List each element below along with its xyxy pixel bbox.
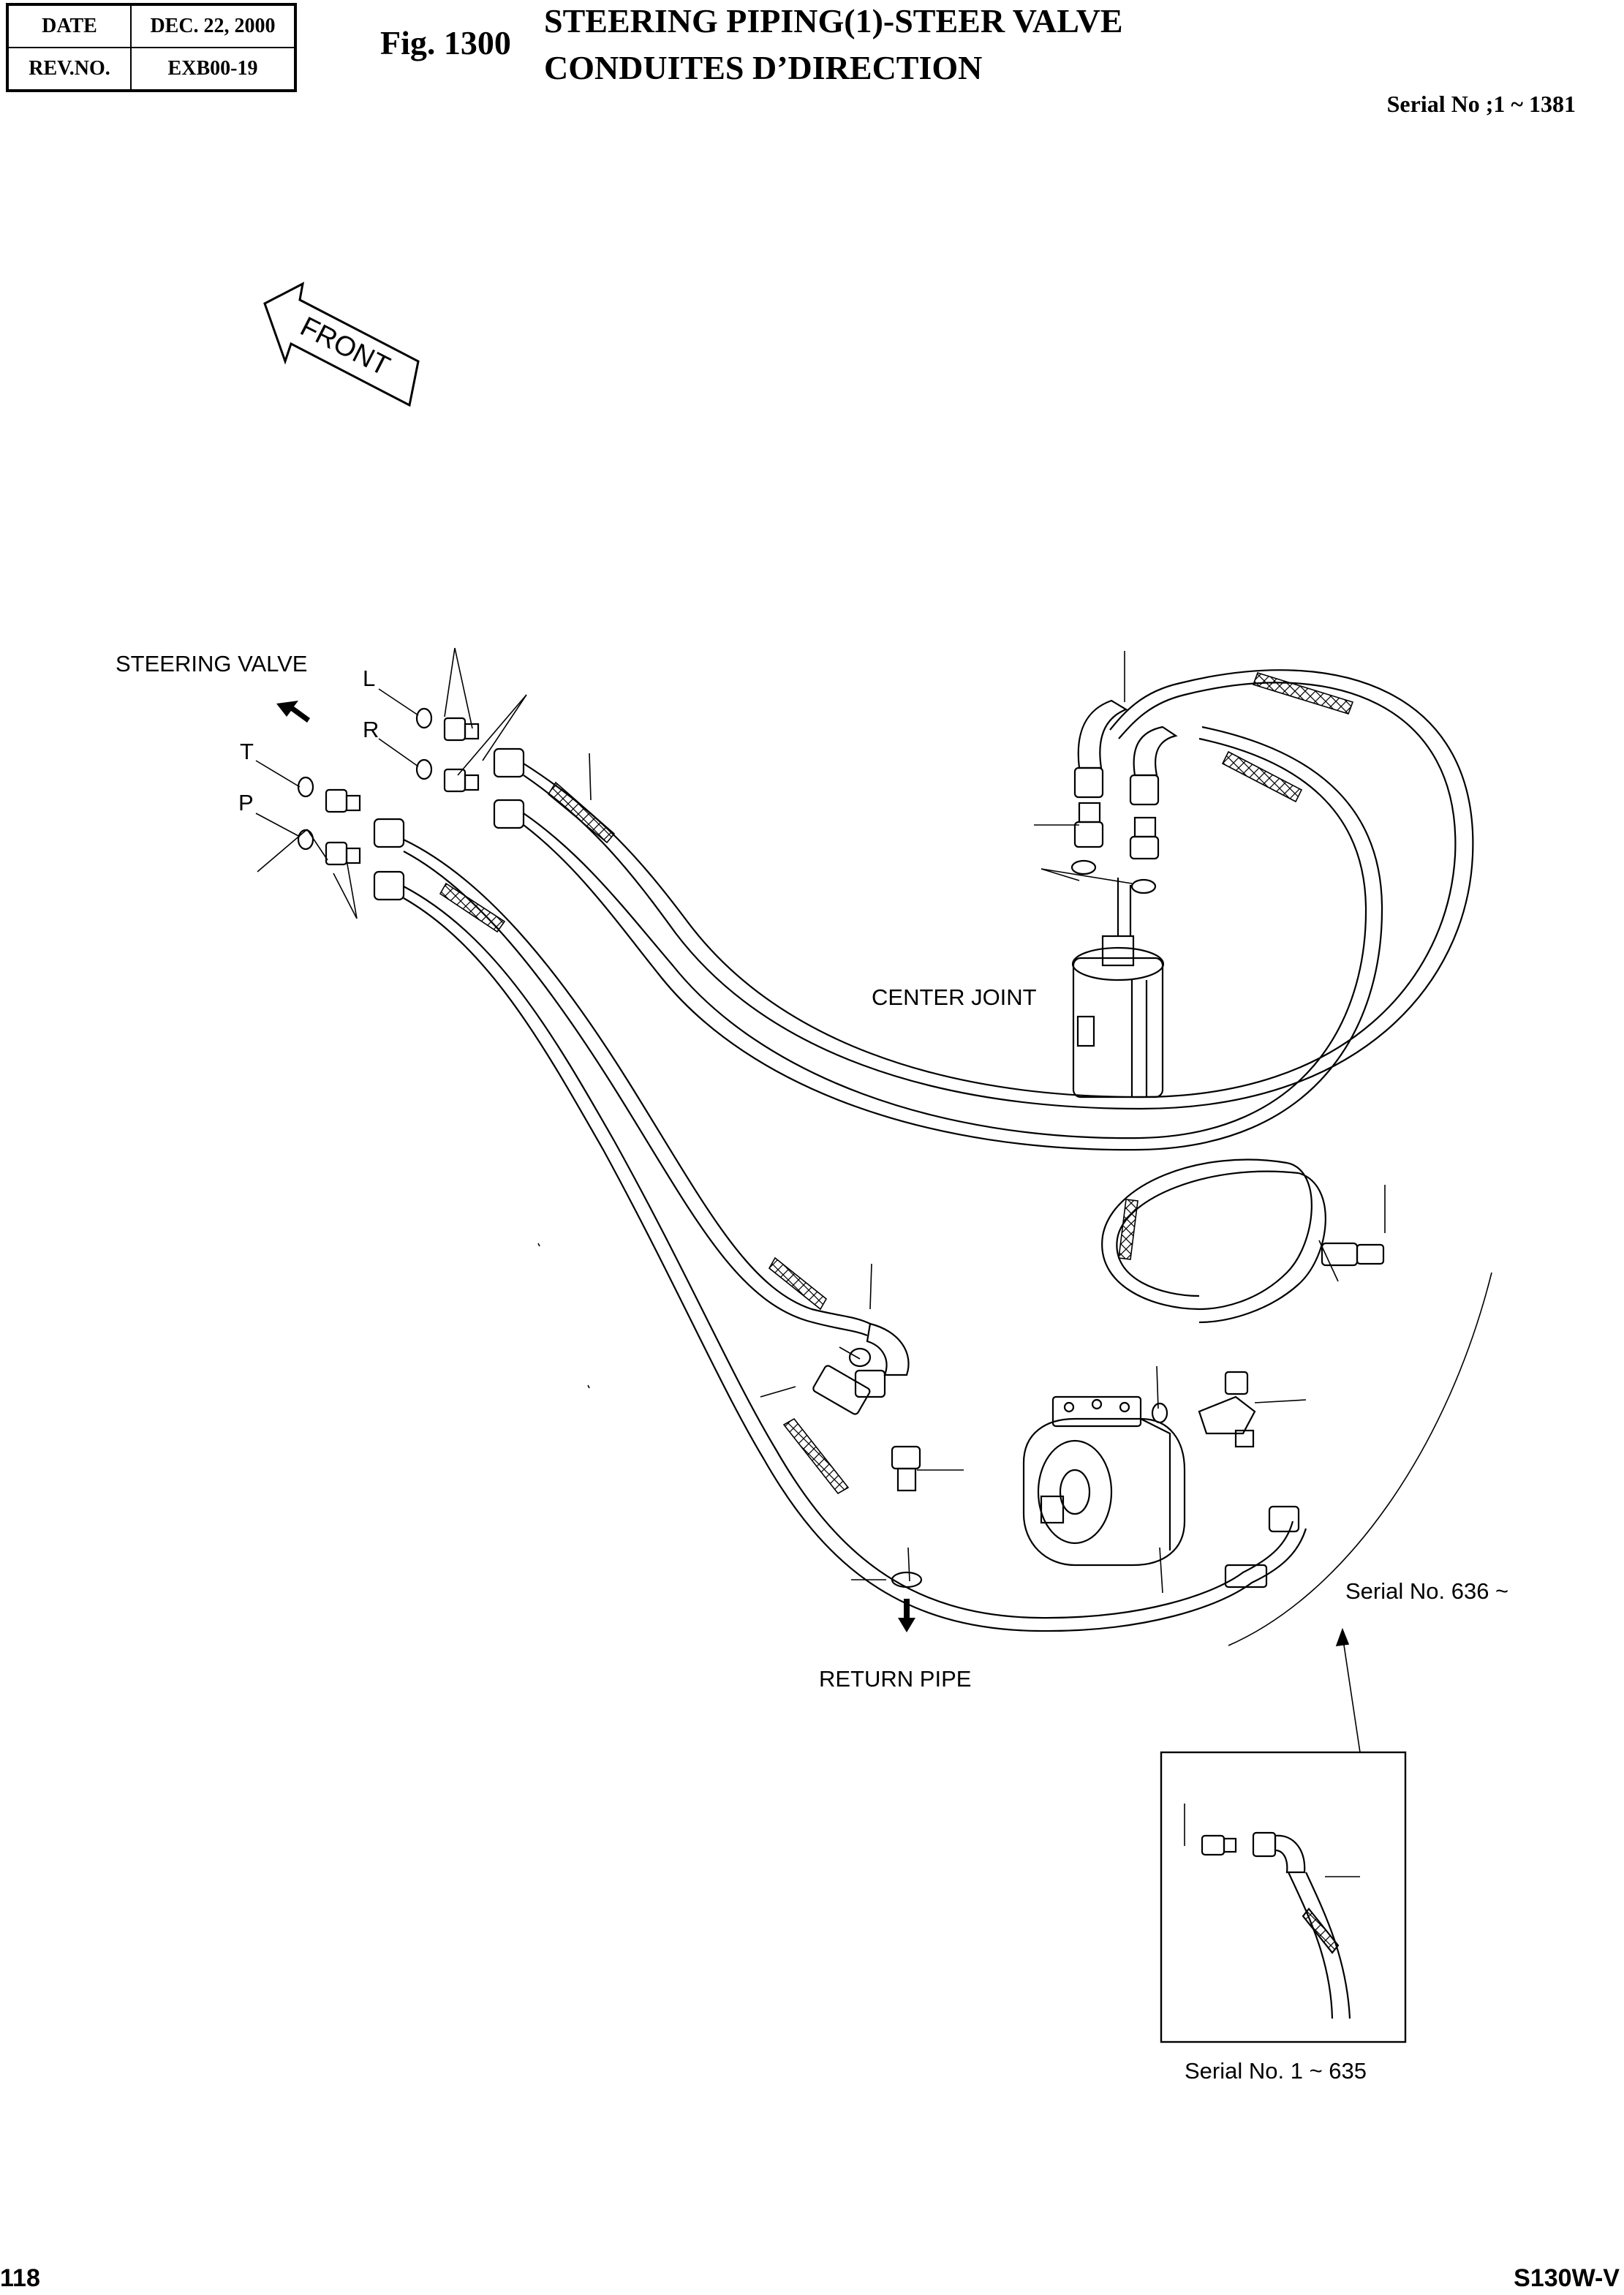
label-steering-valve: STEERING VALVE bbox=[116, 651, 307, 677]
label-port-r: R bbox=[363, 717, 379, 742]
steering-pump bbox=[1022, 1395, 1186, 1567]
label-port-p: P bbox=[238, 790, 254, 815]
label-serial-1-635: Serial No. 1 ~ 635 bbox=[1185, 2058, 1367, 2084]
serial-range: Serial No ;1 ~ 1381 bbox=[1386, 91, 1576, 117]
leader-lines bbox=[255, 647, 1386, 1877]
label-port-t: T bbox=[240, 739, 254, 764]
return-pipe-arrow bbox=[898, 1599, 915, 1632]
valve-fittings bbox=[297, 707, 525, 901]
inset-detail-box bbox=[1160, 1751, 1407, 2043]
pump-fittings bbox=[812, 1242, 1385, 1589]
serial-636-curve bbox=[1228, 1272, 1492, 1753]
label-center-joint: CENTER JOINT bbox=[872, 984, 1037, 1010]
front-arrow: FRONT bbox=[263, 282, 420, 407]
page-number: 118 bbox=[0, 2264, 40, 2292]
title-french: CONDUITES D’DIRECTION bbox=[544, 49, 983, 86]
center-joint bbox=[1071, 878, 1165, 1098]
figure-number: Fig. 1300 bbox=[380, 24, 511, 61]
rev-label: REV.NO. bbox=[7, 47, 132, 91]
rev-value: EXB00-19 bbox=[130, 47, 296, 91]
model-code: S130W-V bbox=[1514, 2264, 1620, 2292]
hoses bbox=[403, 669, 1474, 1632]
label-serial-636: Serial No. 636 ~ bbox=[1345, 1578, 1508, 1604]
revision-table: DATE DEC. 22, 2000 REV.NO. EXB00-19 bbox=[6, 3, 297, 92]
date-label: DATE bbox=[7, 4, 132, 48]
title-english: STEERING PIPING(1)-STEER VALVE bbox=[544, 2, 1123, 39]
center-joint-fittings bbox=[1070, 699, 1178, 894]
label-return-pipe: RETURN PIPE bbox=[819, 1666, 971, 1692]
date-value: DEC. 22, 2000 bbox=[130, 4, 296, 48]
hose-braid bbox=[439, 672, 1354, 1495]
label-port-l: L bbox=[363, 666, 375, 691]
stray-marks bbox=[537, 1243, 590, 1389]
steering-valve-arrow bbox=[276, 701, 310, 723]
